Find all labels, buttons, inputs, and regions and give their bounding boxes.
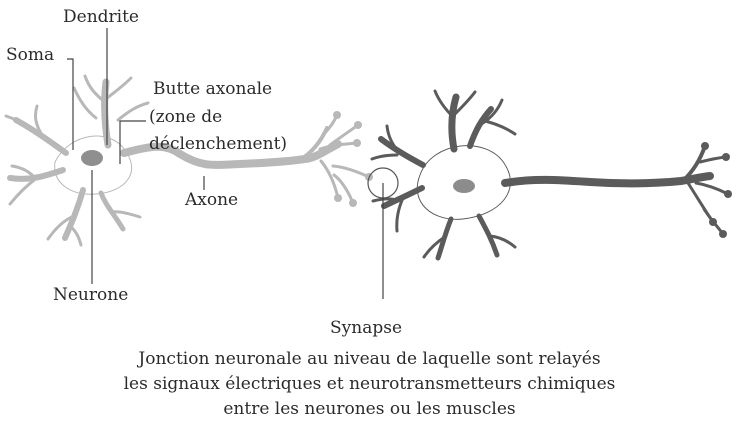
dendrite-top-right-2 xyxy=(118,103,148,120)
neuron-label: Neurone xyxy=(53,285,128,305)
caption-line-2: les signaux électriques et neurotransmet… xyxy=(0,373,739,395)
synapse-label: Synapse xyxy=(330,318,402,338)
terminal-branch-6 xyxy=(333,166,369,177)
caption-line-3: entre les neurones ou les muscles xyxy=(0,398,739,420)
dark-terminal-bulb-1 xyxy=(701,142,709,150)
nucleus xyxy=(81,150,103,166)
dark-dendrite-top-right-main xyxy=(470,109,491,146)
dark-neuron xyxy=(372,91,732,258)
dark-dendrite-left-lower-branch-2 xyxy=(373,199,397,201)
caption-line-1: Jonction neuronale au niveau de laquelle… xyxy=(0,348,739,370)
terminal-bulb-3 xyxy=(354,121,362,129)
dark-nucleus xyxy=(453,179,475,193)
terminal-bulb-1 xyxy=(333,111,341,119)
terminal-bulb-2 xyxy=(353,139,361,147)
dendrite-left-upper-branch-2 xyxy=(6,116,31,128)
dendrite-bottom-left-branch-2 xyxy=(70,226,81,245)
axon-hillock-label-line-3: déclenchement) xyxy=(149,134,287,154)
axon-dark xyxy=(505,176,710,183)
dark-terminal-bulb-3 xyxy=(724,190,732,198)
dark-terminal-bulb-5 xyxy=(719,230,727,238)
axon-hillock-leader xyxy=(120,121,146,164)
dark-terminal-bulb-4 xyxy=(709,218,717,226)
terminal-bulb-5 xyxy=(349,199,357,207)
dark-dendrite-left-upper xyxy=(381,139,423,165)
soma-leader xyxy=(67,59,73,150)
soma-label: Soma xyxy=(6,45,54,65)
axon-hillock-label-line-2: (zone de xyxy=(149,107,222,127)
dark-terminal-branch-3 xyxy=(696,183,728,194)
dark-terminal-bulb-2 xyxy=(722,153,730,161)
dendrite-top-right xyxy=(106,78,131,99)
terminal-bulb-4 xyxy=(334,194,342,202)
dendrite-label: Dendrite xyxy=(63,7,139,27)
axon-label: Axone xyxy=(185,190,238,210)
light-neuron xyxy=(6,76,373,245)
axon-hillock-label-line-1: Butte axonale xyxy=(153,79,272,99)
dark-dendrite-top-main xyxy=(452,97,456,149)
dark-dendrite-top-right-branch-2 xyxy=(485,121,515,134)
dark-dendrite-left-upper-branch-2 xyxy=(372,155,397,159)
